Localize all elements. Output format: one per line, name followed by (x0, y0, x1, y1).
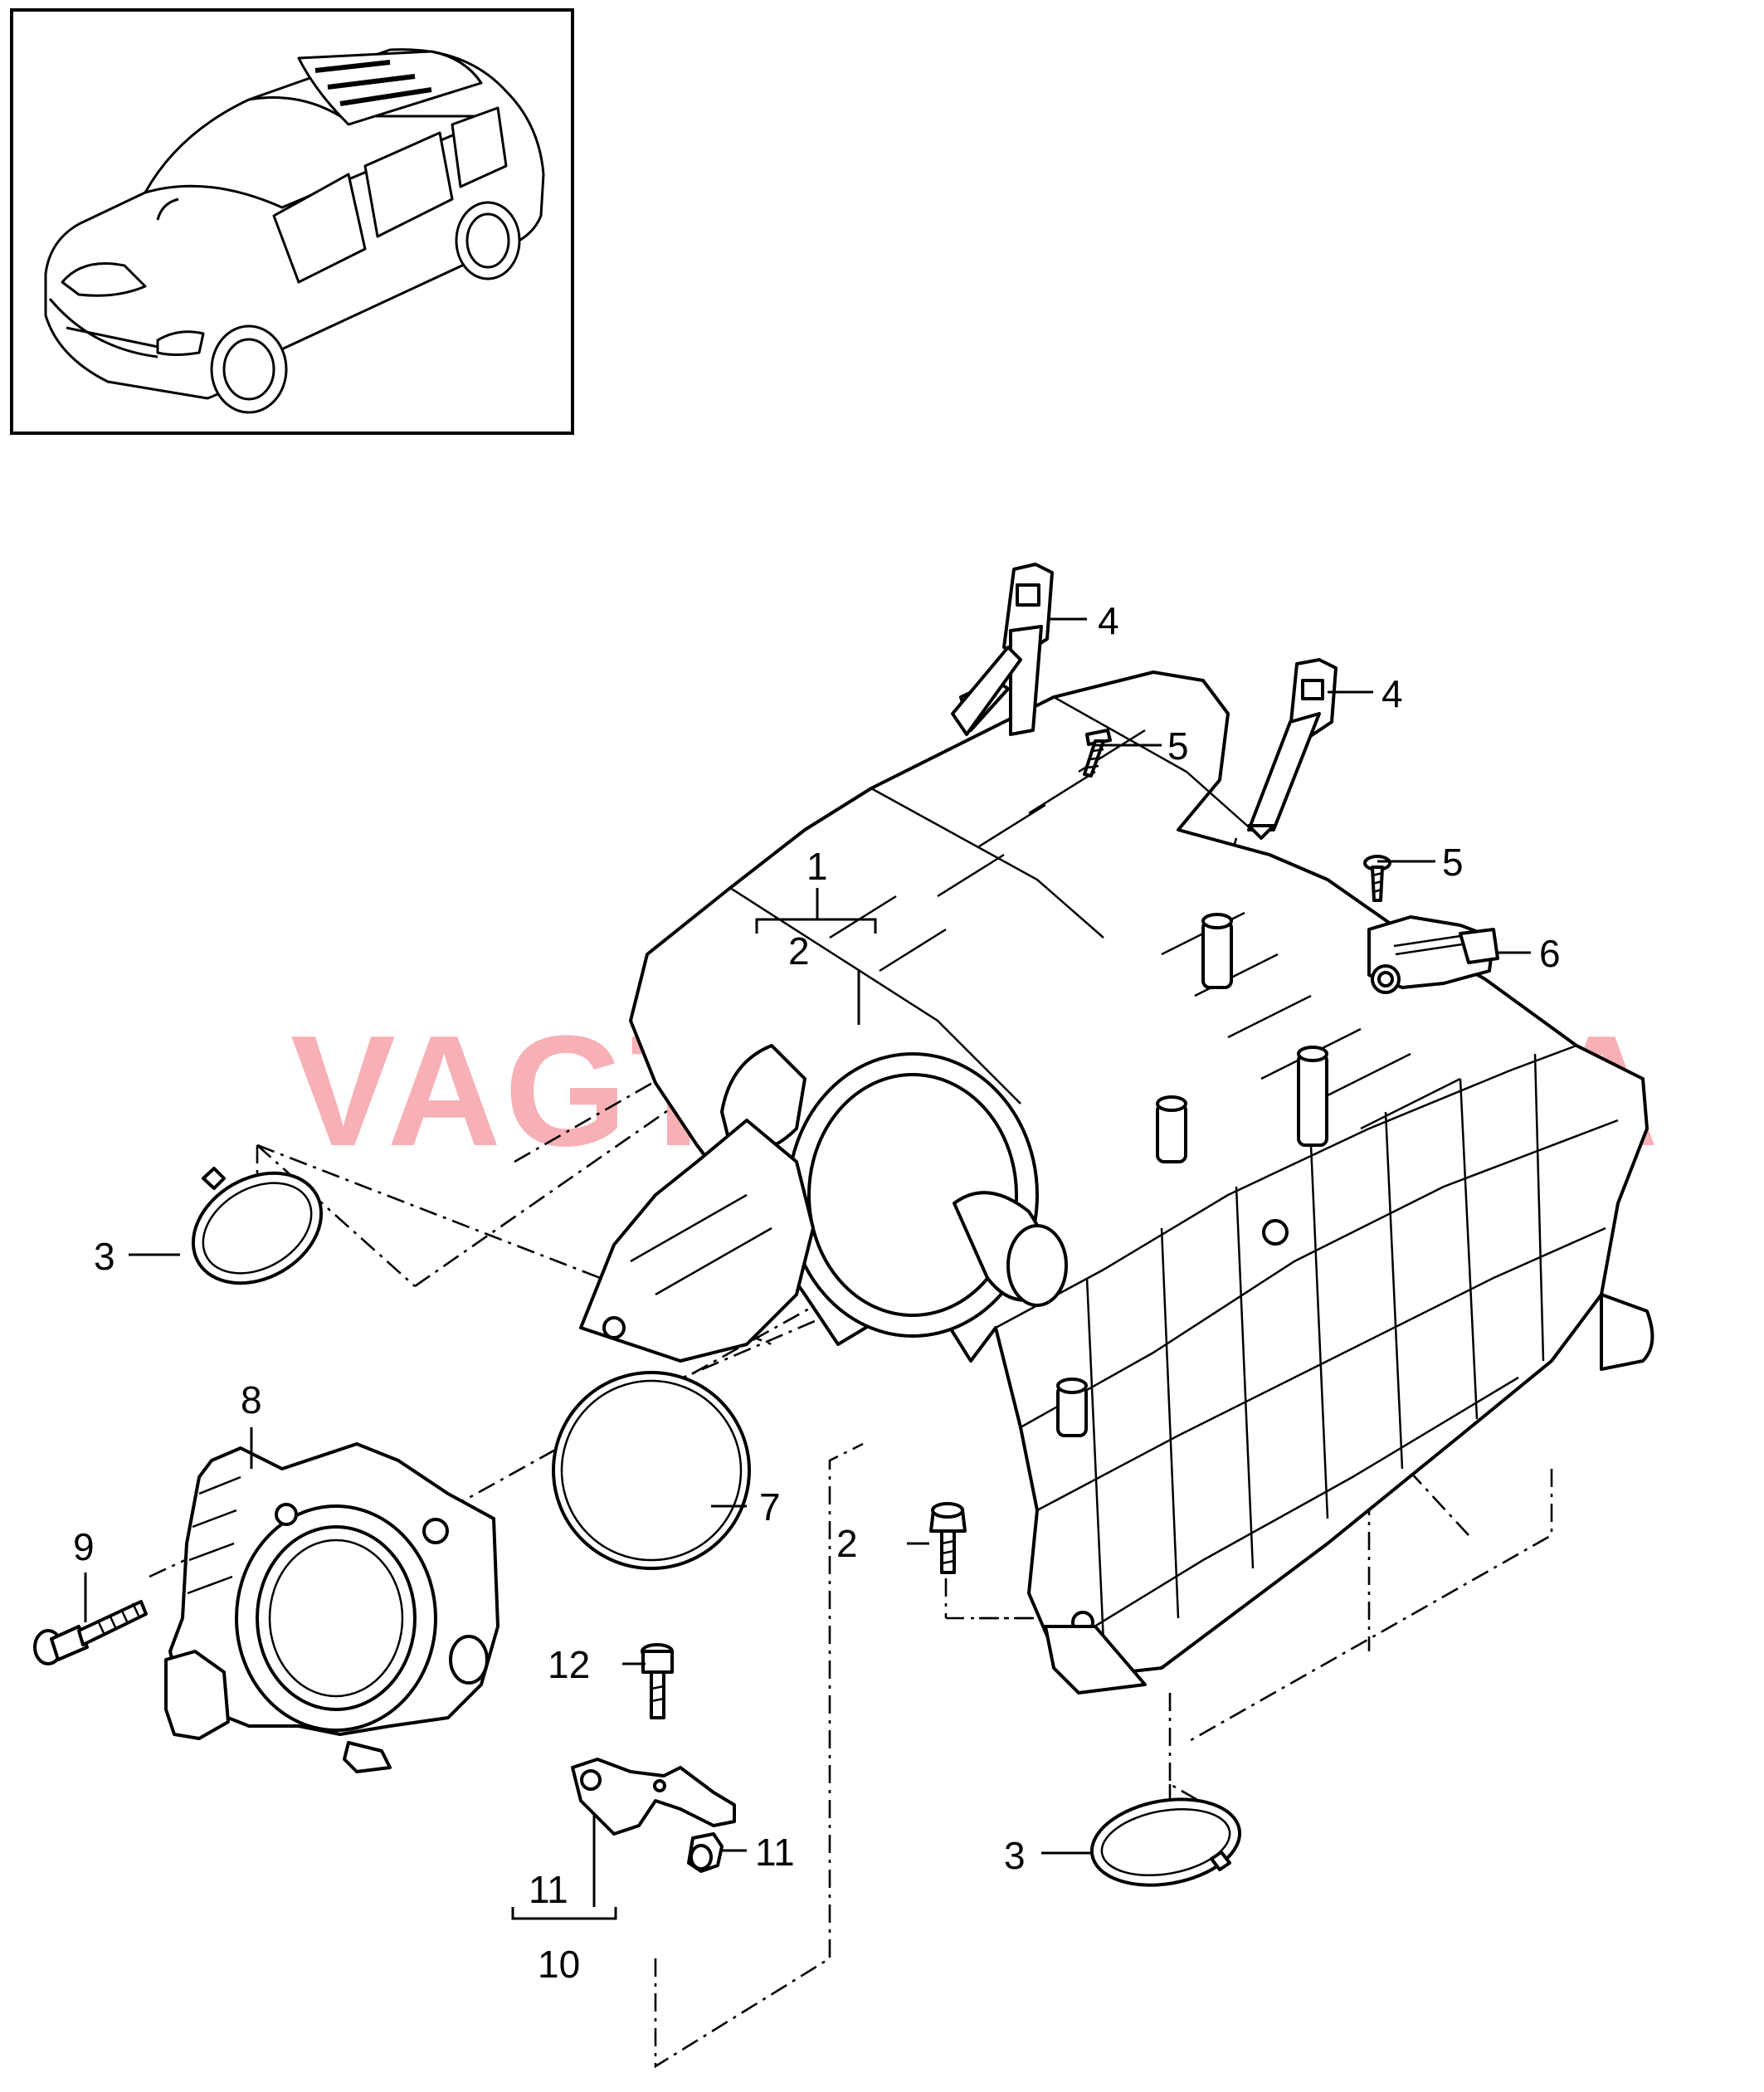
gasket-ring-icon (1089, 1797, 1242, 1887)
callout-3-upper[interactable]: 3 (94, 1235, 115, 1278)
temperature-sensor-icon (1247, 658, 1338, 840)
callout-2-assembly[interactable]: 2 (788, 929, 810, 973)
gasket-oval-lower[interactable] (1085, 1788, 1247, 1896)
vehicle-thumbnail[interactable] (10, 8, 574, 435)
intake-manifold[interactable] (598, 671, 1654, 1695)
temperature-sensor-right[interactable] (1247, 658, 1338, 840)
screw-5-top[interactable] (1083, 729, 1112, 778)
gasket-ring-icon (191, 1171, 324, 1285)
pressure-sensor[interactable] (1367, 915, 1499, 994)
clip-nut-icon (687, 1832, 724, 1873)
screw-icon (1083, 729, 1112, 778)
screw-icon (641, 1643, 674, 1719)
screw-icon (33, 1600, 148, 1665)
bolt-9[interactable] (33, 1600, 148, 1665)
screw-icon (1363, 855, 1391, 902)
intake-manifold-icon (598, 671, 1654, 1695)
callout-5-right[interactable]: 5 (1442, 841, 1464, 884)
gasket-ring-icon (552, 1371, 751, 1570)
pressure-sensor-icon (1367, 915, 1499, 994)
callout-3-lower[interactable]: 3 (1004, 1834, 1026, 1877)
callout-4-left[interactable]: 4 (1098, 599, 1119, 642)
screw-5-right[interactable] (1363, 855, 1391, 902)
throttle-body-icon (164, 1442, 499, 1773)
callout-11-clip[interactable]: 11 (755, 1831, 795, 1874)
callout-4-right[interactable]: 4 (1381, 672, 1403, 715)
gasket-oval-upper[interactable] (173, 1151, 341, 1305)
callout-6[interactable]: 6 (1539, 932, 1561, 975)
callout-1[interactable]: 1 (806, 845, 828, 888)
bracket-10[interactable] (571, 1758, 736, 1836)
temperature-sensor-left[interactable] (951, 563, 1054, 736)
leader-lines (84, 617, 1531, 1920)
manifold-left-section (579, 1119, 815, 1363)
callout-5-top[interactable]: 5 (1167, 724, 1189, 768)
callout-10[interactable]: 10 (538, 1943, 580, 1986)
callout-2-bolt[interactable]: 2 (836, 1522, 858, 1565)
callout-8[interactable]: 8 (241, 1378, 262, 1421)
callout-9[interactable]: 9 (73, 1525, 95, 1568)
gasket-ring-7[interactable] (552, 1371, 751, 1570)
temperature-sensor-icon (951, 563, 1054, 736)
bolt-2[interactable] (929, 1502, 967, 1574)
screw-icon (929, 1502, 967, 1574)
vehicle-suv-icon (44, 48, 545, 414)
clip-nut-11[interactable] (687, 1832, 724, 1873)
callout-11-bracket[interactable]: 11 (529, 1868, 568, 1911)
throttle-body[interactable] (164, 1442, 499, 1773)
callout-labels: 1 2 2 3 3 4 4 5 5 6 7 8 9 10 11 11 12 (73, 599, 1561, 1986)
callout-7[interactable]: 7 (759, 1485, 781, 1529)
bracket-icon (571, 1758, 736, 1836)
callout-12[interactable]: 12 (548, 1643, 590, 1686)
bolt-12[interactable] (641, 1643, 674, 1719)
